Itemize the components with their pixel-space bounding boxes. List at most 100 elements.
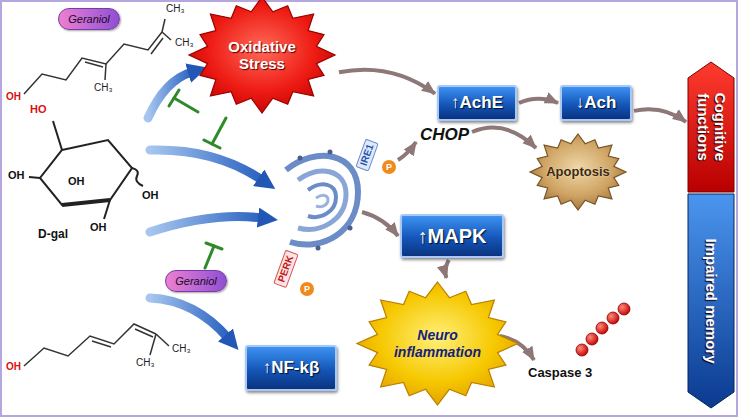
flow-arrow: [634, 109, 686, 121]
node-text: Neuro inflammation: [386, 327, 490, 359]
bond: [104, 200, 110, 219]
caspase-bead: [618, 303, 630, 315]
chemical-group: OH: [68, 176, 85, 187]
caspase-bead: [586, 333, 598, 345]
membrane: [308, 184, 336, 217]
compound-name: D-gal: [38, 228, 68, 240]
er-membrane: [286, 150, 358, 251]
bond: [92, 341, 111, 347]
bond: [156, 334, 169, 346]
pathway-arrow: [362, 212, 398, 236]
marker-box: ↑AchE: [437, 85, 517, 121]
bond: [105, 64, 106, 80]
inhibition-line: [212, 118, 226, 144]
caspase-bead: [607, 312, 619, 324]
flow-arrow: [445, 260, 448, 278]
caspase-chain: [576, 303, 630, 356]
marker-box: ↓Ach: [560, 85, 632, 121]
protein-label: IRE1: [355, 138, 378, 171]
geraniol-pill: Geraniol: [58, 8, 120, 30]
outcome-arrow: Cognitive functions: [688, 62, 734, 192]
induction-arrow: [148, 72, 192, 118]
pathway-arrow: [472, 128, 536, 148]
chemical-group: HO: [30, 104, 47, 115]
chemical-group: OH: [8, 170, 25, 181]
inhibition-line: [205, 246, 214, 268]
induction-arrow: [150, 217, 262, 232]
chemical-group: CH₃: [94, 83, 113, 93]
arrow-banner: [688, 62, 734, 192]
burst-shape: [530, 134, 626, 210]
inhibition-bar: [204, 140, 220, 148]
chemical-group: CH₃: [172, 344, 191, 354]
bond: [53, 121, 62, 150]
node-text: ↓Ach: [576, 93, 617, 113]
inhibition-bars: [169, 90, 226, 268]
bond: [62, 200, 110, 205]
inhibition-bar: [206, 243, 222, 249]
ring: [40, 140, 132, 205]
inhibition-line: [174, 98, 198, 112]
chemical-group: CH₃: [166, 4, 185, 14]
marker-box: ↑MAPK: [400, 214, 504, 258]
node-text: Apoptosis: [546, 165, 610, 180]
chemical-group: CH₃: [175, 38, 194, 48]
stress-burst: Oxidative Stress: [187, 0, 337, 115]
bond: [24, 32, 162, 94]
chemical-group: OH: [142, 190, 159, 201]
burst-shape: [189, 0, 335, 113]
ribosome: [316, 246, 321, 251]
induction-arrow: [150, 150, 262, 180]
geraniol-pill: Geraniol: [165, 270, 227, 292]
arrow-banner: [688, 194, 734, 408]
geraniol-structure: [24, 19, 171, 94]
bond: [132, 168, 143, 186]
phospho-mark: P: [300, 282, 314, 296]
process-label: Caspase 3: [528, 366, 592, 379]
outcome-arrow: Impaired memory: [688, 194, 734, 408]
membrane: [298, 171, 346, 229]
text-holder: Cognitive functions: [695, 82, 728, 172]
node-text: Cognitive functions: [695, 82, 728, 172]
bond: [29, 177, 40, 178]
node-text: Oxidative Stress: [216, 38, 308, 73]
inflammation-burst: Neuro inflammation: [355, 280, 520, 407]
bond: [151, 38, 163, 54]
bond: [85, 62, 103, 67]
induction-arrow: [150, 298, 228, 338]
chemical-group: OH: [6, 362, 21, 372]
text-holder: Impaired memory: [703, 214, 720, 388]
marker-box: ↑NF-kβ: [245, 345, 337, 391]
flow-arrow: [339, 70, 435, 94]
inhibition-bar: [169, 90, 179, 106]
node-text: Geraniol: [68, 13, 110, 26]
pathway-arrow: [398, 142, 416, 160]
dgal-structure: [29, 121, 143, 219]
apoptosis-burst: Apoptosis: [528, 132, 628, 212]
burst-shape: [357, 282, 518, 405]
chemical-group: CH₃: [136, 358, 155, 368]
ribosome: [298, 156, 303, 161]
node-text: ↑AchE: [451, 93, 503, 113]
node-text: ↑NF-kβ: [263, 358, 320, 378]
bond: [162, 19, 165, 32]
chemical-group: OH: [6, 92, 21, 102]
chemical-group: OH: [90, 222, 107, 233]
induction-arrows: [148, 72, 262, 338]
ribosome: [348, 226, 353, 231]
node-text: Geraniol: [175, 275, 217, 288]
membrane: [286, 156, 358, 245]
caspase-bead: [576, 344, 588, 356]
node-text: ↑MAPK: [418, 225, 487, 248]
caspase-bead: [596, 322, 608, 334]
ribosome: [328, 150, 333, 155]
protein-label: PERK: [273, 250, 298, 288]
phospho-mark: P: [382, 160, 396, 174]
node-text: Impaired memory: [703, 238, 720, 363]
bond: [162, 32, 171, 40]
process-label: CHOP: [420, 126, 469, 143]
